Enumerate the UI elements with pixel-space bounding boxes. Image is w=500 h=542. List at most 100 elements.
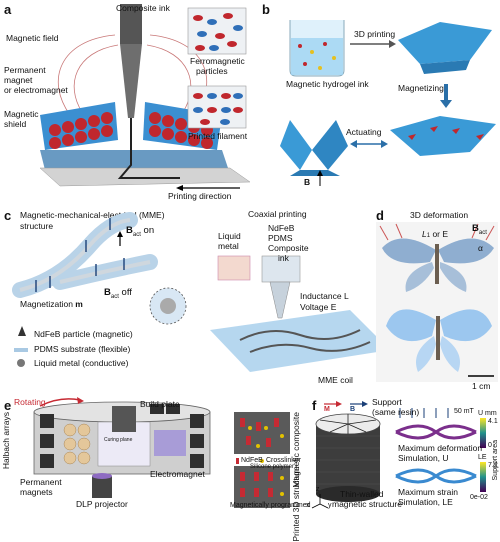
- printed-filament-label: Printed filament: [188, 131, 248, 141]
- axis-x-label: x: [306, 502, 310, 509]
- magnetic-shield-label-2: shield: [4, 119, 27, 129]
- inductance-label: Inductance L: [300, 291, 349, 301]
- step-actuating: Actuating: [346, 127, 382, 137]
- permanent-magnet-label-1: Permanent: [4, 65, 46, 75]
- l-or-e-label: L1 or E: [422, 229, 449, 239]
- ferro-inset: [187, 7, 247, 55]
- nozzle-tip: [120, 44, 142, 118]
- bact-on-label: Bact on: [126, 225, 155, 238]
- liquid-metal-legend-icon: [17, 359, 25, 367]
- magnetic-field-label: Magnetic field: [6, 33, 59, 43]
- bact-label-d: Bact: [472, 223, 487, 236]
- print-bed: [39, 167, 251, 187]
- silicone-legend: Silicone polymer: [250, 464, 295, 470]
- legend-liquid-metal: Liquid metal (conductive): [34, 358, 129, 368]
- dlp-label: DLP projector: [76, 499, 128, 509]
- build-plate-label: Build plate: [140, 399, 180, 409]
- axis-triad: [311, 494, 329, 509]
- liquid-metal-label-2: metal: [218, 241, 239, 251]
- max-strain-label-2: Simulation, LE: [398, 497, 453, 507]
- axis-y-label: y: [328, 502, 332, 509]
- butterfly-bottom: [386, 309, 492, 372]
- max-deformation-shape: [395, 424, 477, 440]
- curing-plane-label: Curing plane: [104, 437, 133, 443]
- ferromagnetic-label-2: particles: [196, 66, 228, 76]
- alpha-label: α: [478, 243, 483, 253]
- magnetic-shield-label-1: Magnetic: [4, 109, 39, 119]
- coaxial-nozzle: [269, 281, 291, 319]
- magnetic-field-lines: [57, 34, 208, 116]
- panel-letter-a: a: [4, 2, 12, 17]
- composite-label-2: ink: [278, 253, 289, 263]
- panel-b-illustration: [280, 20, 496, 186]
- flat-printed-sheet: [398, 22, 492, 64]
- le-min-label: 0e-02: [470, 494, 488, 501]
- magnetized-arrows: [408, 126, 484, 140]
- magnetization-label: Magnetization m: [20, 299, 83, 309]
- u-min-label: 0: [488, 442, 492, 449]
- filament-path: [117, 118, 180, 179]
- scale-label: 1 cm: [472, 381, 491, 391]
- mme-coil-label: MME coil: [318, 375, 353, 385]
- panel-letter-e: e: [4, 398, 12, 413]
- le-colorbar: [480, 462, 486, 492]
- panel-letter-c: c: [4, 208, 12, 223]
- permanent-magnet-label-2: magnet: [4, 75, 33, 85]
- panel-letter-b: b: [262, 2, 270, 17]
- electromagnet-label: Electromagnet: [150, 469, 205, 479]
- max-deformation-label-1: Maximum deformation: [398, 443, 483, 453]
- composite-label-1: Composite: [268, 243, 309, 253]
- legend-ndfeb: NdFeB particle (magnetic): [34, 329, 133, 339]
- build-plate: [112, 406, 136, 432]
- liquid-metal-core: [160, 298, 176, 314]
- printed-filament-inset: [193, 93, 243, 125]
- panel-letter-f: f: [312, 398, 317, 413]
- le-unit-label: LE: [478, 454, 487, 461]
- panel-e-illustration: [33, 397, 290, 508]
- max-deformation-label-2: Simulation, U: [398, 453, 449, 463]
- printing-direction-label: Printing direction: [168, 191, 232, 201]
- rotating-arrow: [39, 398, 81, 407]
- panel-letter-d: d: [376, 208, 384, 223]
- filament-inset: [187, 85, 247, 129]
- max-strain-shape: [395, 468, 477, 484]
- legend-pdms: PDMS substrate (flexible): [34, 344, 131, 354]
- support-label-2: (same resin): [372, 407, 420, 417]
- mme-coil-trace: [239, 329, 371, 353]
- pdms-legend-icon: [14, 348, 28, 352]
- panel-d-illustration: [376, 222, 498, 382]
- coaxial-printing-title: Coaxial printing: [248, 209, 307, 219]
- permanent-magnets-label-2: magnets: [20, 487, 53, 497]
- cross-section: [149, 287, 187, 325]
- ndfeb-legend-e: NdFeB: [241, 457, 263, 464]
- mme-title-1: Magnetic-mechanical-electrical (MME): [20, 210, 165, 220]
- ferromagnetic-label-1: Ferromagnetic: [190, 56, 245, 66]
- electromagnet-coils: [63, 423, 91, 465]
- step-magnetizing: Magnetizing: [398, 83, 444, 93]
- crosslinker-legend: Crosslinker: [266, 457, 302, 464]
- b-field-label: B: [304, 177, 311, 187]
- panel-f-illustration: [311, 401, 486, 509]
- mme-coil-substrate: [210, 310, 390, 372]
- curing-chamber: [97, 421, 151, 467]
- thin-walled-label-1: Thin-walled: [340, 489, 384, 499]
- folded-shape: [280, 120, 312, 170]
- ink-particles: [298, 42, 336, 70]
- axis-z-label: z: [316, 486, 320, 493]
- dlp-projector: [92, 476, 112, 498]
- voltage-label: Voltage E: [300, 302, 337, 312]
- le-max-label: 7.2: [488, 462, 498, 469]
- ndfeb-label-c: NdFeB: [268, 223, 295, 233]
- permanent-magnets-label-1: Permanent: [20, 477, 62, 487]
- field-value-label: 50 mT: [454, 408, 474, 415]
- liquid-metal-reservoir: [217, 255, 251, 281]
- magnetic-shield-base: [40, 150, 228, 170]
- halbach-label: Halbach arrays: [1, 412, 11, 470]
- u-unit-label: U mm: [478, 410, 497, 417]
- pdms-label-c: PDMS: [268, 233, 293, 243]
- max-strain-label-1: Maximum strain: [398, 487, 458, 497]
- ferromagnetic-particles-inset: [193, 13, 243, 51]
- deformation-title: 3D deformation: [410, 210, 469, 220]
- step-3d-printing: 3D printing: [354, 29, 396, 39]
- panel-a-illustration: [39, 4, 251, 191]
